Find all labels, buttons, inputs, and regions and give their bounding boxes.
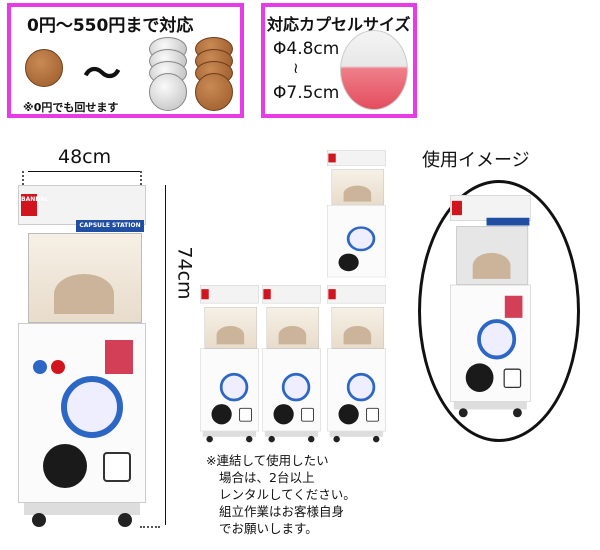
- brand-logo: BANDAI: [21, 194, 47, 216]
- usage-oval: [418, 180, 580, 442]
- usage-title: 使用イメージ: [422, 150, 530, 171]
- capsule-max-size: Φ7.5cm: [273, 83, 340, 103]
- usage-machine: [450, 195, 531, 419]
- height-label: 74cm: [173, 246, 196, 300]
- linked-machine-3: [327, 285, 386, 444]
- linked-machine-2: [262, 285, 321, 444]
- width-line: [28, 171, 140, 172]
- capsule-min-size: Φ4.8cm: [273, 39, 340, 59]
- capsule-machine: BANDAI CAPSULE STATION: [18, 185, 146, 530]
- coin-range-title: 0円～550円まで対応: [27, 16, 194, 36]
- ten-yen-coin-icon: [25, 49, 63, 87]
- connect-note: ※連結して使用したい 場合は、2台以上 レンタルしてください。 組立作業はお客様…: [206, 453, 356, 536]
- capsule-icon: [340, 30, 408, 110]
- coin-range-panel: 0円～550円まで対応 ～ ※0円でも回せます: [7, 3, 244, 118]
- width-label: 48cm: [58, 146, 112, 168]
- machine-name-plate: CAPSULE STATION: [76, 220, 144, 232]
- tilde: ～: [83, 52, 122, 96]
- capsule-size-title: 対応カプセルサイズ: [267, 15, 411, 34]
- range-separator: ≀: [293, 59, 299, 77]
- linked-machine-top: [327, 150, 386, 288]
- zero-yen-note: ※0円でも回せます: [23, 101, 119, 114]
- linked-machine-1: [200, 285, 259, 444]
- coin-dial-icon: [61, 376, 123, 438]
- height-line: [165, 185, 166, 525]
